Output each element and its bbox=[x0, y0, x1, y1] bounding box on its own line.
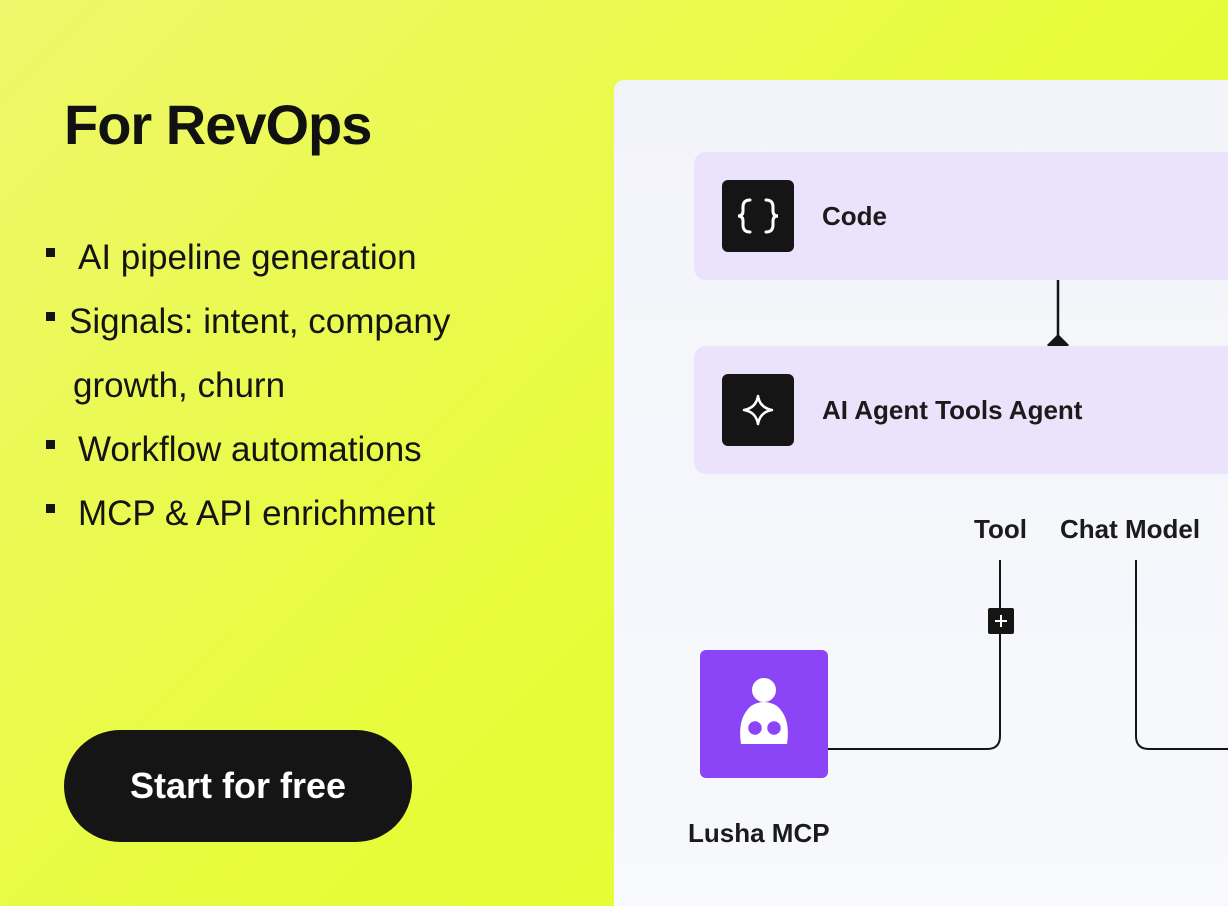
feature-item: Signals: intent, company bbox=[46, 290, 506, 354]
workflow-canvas[interactable]: Code AI Agent Tools Agent Tool Chat Mode… bbox=[614, 80, 1228, 906]
lusha-avatar-icon bbox=[740, 678, 788, 744]
feature-item: AI pipeline generation bbox=[46, 226, 506, 290]
feature-item-continued: growth, churn bbox=[73, 366, 286, 405]
sparkle-icon bbox=[722, 374, 794, 446]
feature-item: Workflow automations bbox=[46, 418, 506, 482]
bullet-icon bbox=[46, 504, 55, 513]
bullet-icon bbox=[46, 312, 55, 321]
tool-port-label: Tool bbox=[974, 514, 1027, 544]
page-title: For RevOps bbox=[64, 93, 372, 156]
braces-icon bbox=[722, 180, 794, 252]
code-node[interactable]: Code bbox=[694, 152, 1228, 280]
lusha-mcp-label: Lusha MCP bbox=[688, 818, 830, 848]
start-for-free-button[interactable]: Start for free bbox=[64, 730, 412, 842]
add-tool-button[interactable] bbox=[988, 608, 1014, 634]
code-node-label: Code bbox=[822, 200, 887, 231]
ai-agent-node[interactable]: AI Agent Tools Agent bbox=[694, 346, 1228, 474]
feature-item: MCP & API enrichment bbox=[46, 482, 506, 546]
feature-list: AI pipeline generation Signals: intent, … bbox=[46, 226, 506, 546]
lusha-mcp-node[interactable] bbox=[700, 650, 828, 778]
ai-agent-node-label: AI Agent Tools Agent bbox=[822, 394, 1083, 425]
bullet-icon bbox=[46, 248, 55, 257]
plus-icon bbox=[995, 615, 1007, 627]
chat-model-port-label: Chat Model bbox=[1060, 514, 1201, 544]
bullet-icon bbox=[46, 440, 55, 449]
